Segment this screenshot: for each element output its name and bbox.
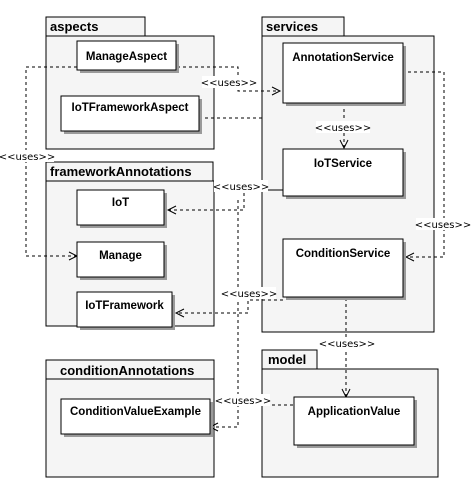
svg-text:<<uses>>: <<uses>> [415,220,471,231]
uses-label-conditionvalueexample: <<uses>> [215,394,271,407]
class-iotservice: IoTService [282,148,406,199]
class-conditionservice-name: ConditionService [296,248,391,260]
svg-text:<<uses>>: <<uses>> [0,152,55,163]
class-iotframework: IoTFramework [76,291,175,330]
uses-label-manageaspect-annotationservice: <<uses>> [201,76,257,89]
svg-text:<<uses>>: <<uses>> [315,123,371,134]
class-conditionvalueexample: ConditionValueExample [60,398,213,437]
svg-text:<<uses>>: <<uses>> [201,78,257,89]
class-applicationvalue: ApplicationValue [293,396,417,448]
uses-label-conditionservice-applicationvalue: <<uses>> [319,337,375,350]
package-framework-annotations-title: frameworkAnnotations [50,164,192,179]
uses-label-annotationservice-iotservice: <<uses>> [315,121,371,134]
svg-text:<<uses>>: <<uses>> [319,339,375,350]
uses-label-left: <<uses>> [0,150,55,163]
class-iot: IoT [76,189,167,228]
package-services-title: services [266,19,318,34]
uses-label-annotationservice-conditionservice: <<uses>> [415,218,471,231]
package-condition-annotations-title: conditionAnnotations [60,363,194,378]
dependency-iotframeworkaspect-iotservice [199,117,283,191]
class-applicationvalue-name: ApplicationValue [308,406,401,418]
class-conditionservice: ConditionService [282,238,406,300]
dependency-annotationservice-iotservice [339,103,349,150]
class-manageaspect: ManageAspect [76,40,179,73]
uses-label-conditionservice-iotframework: <<uses>> [221,287,277,300]
svg-text:<<uses>>: <<uses>> [215,396,271,407]
class-manage-name: Manage [99,250,142,262]
class-iotframework-name: IoTFramework [85,300,164,312]
class-iotservice-name: IoTService [314,158,372,170]
class-manage: Manage [76,241,167,280]
class-conditionvalueexample-name: ConditionValueExample [70,406,201,418]
svg-text:<<uses>>: <<uses>> [221,289,277,300]
class-iot-name: IoT [112,197,129,209]
package-model-title: model [268,352,306,367]
class-manageaspect-name: ManageAspect [86,51,167,63]
class-iotframeworkaspect: IoTFrameworkAspect [60,95,202,134]
class-annotationservice: AnnotationService [282,42,406,106]
uses-label-iotservice-iot: <<uses>> [213,180,269,193]
class-annotationservice-name: AnnotationService [292,52,394,64]
class-iotframeworkaspect-name: IoTFrameworkAspect [72,102,189,114]
package-aspects-title: aspects [50,19,98,34]
svg-text:<<uses>>: <<uses>> [213,182,269,193]
